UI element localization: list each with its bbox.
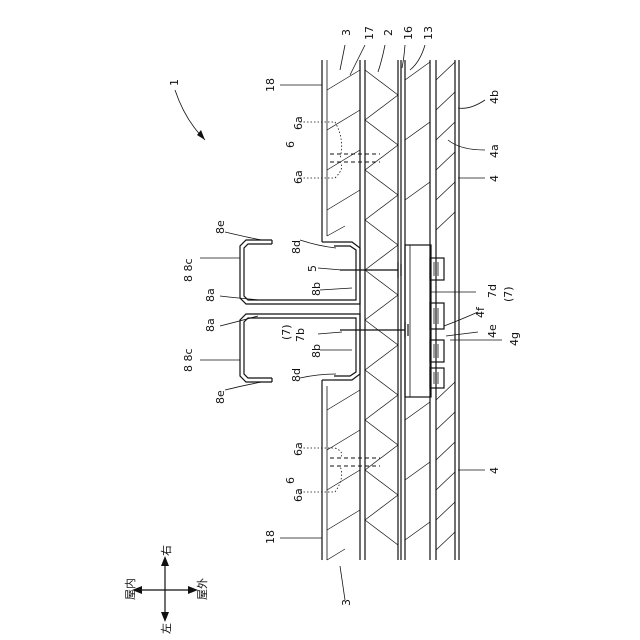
label-8b-bottom: 8b: [310, 344, 323, 358]
label-3-bottom: 3: [340, 599, 353, 606]
label-7-right: (7): [502, 286, 515, 302]
connector-plate-7: [405, 245, 444, 397]
label-7d: 7d: [486, 284, 499, 298]
label-16: 16: [402, 26, 415, 40]
label-4b: 4b: [488, 90, 501, 104]
fastener-6-bottom: [300, 448, 380, 492]
label-2: 2: [382, 29, 395, 36]
label-17: 17: [363, 26, 376, 40]
label-3-top: 3: [340, 29, 353, 36]
leader-lines: [175, 45, 502, 600]
label-4g: 4g: [508, 332, 521, 346]
label-4a: 4a: [488, 144, 501, 158]
label-6a-2: 6a: [292, 170, 305, 184]
label-8a-top: 8a: [204, 288, 217, 302]
label-6-top: 6: [284, 141, 297, 148]
label-4-top: 4: [488, 175, 501, 182]
compass-left: 左: [160, 623, 173, 634]
label-8d-bottom: 8d: [290, 368, 303, 382]
label-8-8c-top: 8 8c: [182, 258, 195, 282]
hatch-board-3: [327, 70, 360, 560]
channel-member-8: [240, 240, 360, 382]
label-8b-top: 8b: [310, 282, 323, 296]
compass-outdoor: 屋外: [196, 578, 209, 600]
compass-indoor: 屋内: [123, 578, 137, 600]
label-4f: 4f: [474, 306, 487, 318]
label-18-top: 18: [264, 78, 277, 92]
label-6a-4: 6a: [292, 488, 305, 502]
orientation-compass: 屋内 屋外 右 左: [123, 545, 209, 634]
arrow-ref-1-icon: [197, 130, 205, 140]
label-4-bottom: 4: [488, 467, 501, 474]
compass-right: 右: [159, 545, 173, 556]
label-8e-bottom: 8e: [214, 390, 227, 404]
label-5: 5: [306, 265, 319, 272]
label-8-8c-bottom: 8 8c: [182, 348, 195, 372]
label-7b: 7b: [294, 328, 307, 342]
label-8d-top: 8d: [290, 240, 303, 254]
label-6a-3: 6a: [292, 442, 305, 456]
label-6-bottom: 6: [284, 477, 297, 484]
hatch-board-17: [365, 70, 398, 545]
label-18-bottom: 18: [264, 530, 277, 544]
fastener-6-top: [300, 122, 380, 178]
arrow-up-icon: [161, 556, 169, 566]
label-8a-bottom: 8a: [204, 318, 217, 332]
label-1: 1: [168, 79, 181, 86]
fastener-5: [340, 262, 401, 278]
label-13: 13: [422, 26, 435, 40]
label-8e-top: 8e: [214, 220, 227, 234]
label-4e: 4e: [486, 324, 499, 338]
wall-layers: [322, 60, 459, 560]
arrow-down-icon: [161, 612, 169, 622]
label-7-left: (7): [280, 324, 293, 340]
label-6a-1: 6a: [292, 116, 305, 130]
